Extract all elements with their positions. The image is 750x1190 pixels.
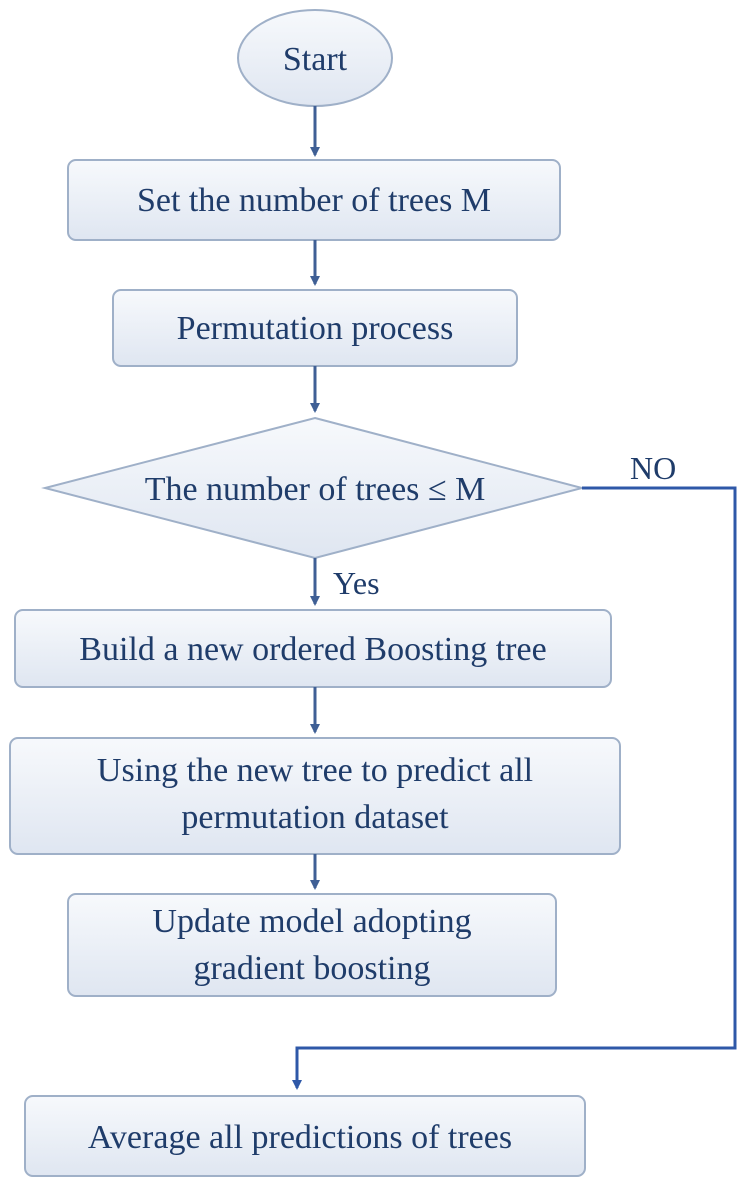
predict-label-line1: Using the new tree to predict all	[97, 752, 533, 789]
decision-label: The number of trees ≤ M	[145, 471, 486, 508]
average-label: Average all predictions of trees	[88, 1119, 512, 1156]
start-node: Start	[237, 9, 393, 107]
set-trees-label: Set the number of trees M	[137, 182, 491, 219]
build-tree-label: Build a new ordered Boosting tree	[79, 631, 546, 668]
start-label: Start	[283, 41, 348, 78]
edge-decision-no-loop	[292, 486, 737, 1090]
update-label-line1: Update model adopting	[152, 903, 471, 940]
build-tree-node: Build a new ordered Boosting tree	[14, 609, 612, 688]
no-label: NO	[630, 450, 676, 486]
yes-label: Yes	[333, 565, 380, 601]
predict-node: Using the new tree to predict all permut…	[9, 737, 621, 855]
update-node: Update model adopting gradient boosting	[67, 893, 557, 997]
decision-node: The number of trees ≤ M	[41, 416, 586, 560]
update-label-line2: gradient boosting	[193, 950, 430, 987]
predict-label-line2: permutation dataset	[181, 799, 449, 836]
permutation-node: Permutation process	[112, 289, 518, 367]
average-node: Average all predictions of trees	[24, 1095, 586, 1177]
permutation-label: Permutation process	[177, 310, 454, 347]
set-trees-node: Set the number of trees M	[67, 159, 561, 241]
